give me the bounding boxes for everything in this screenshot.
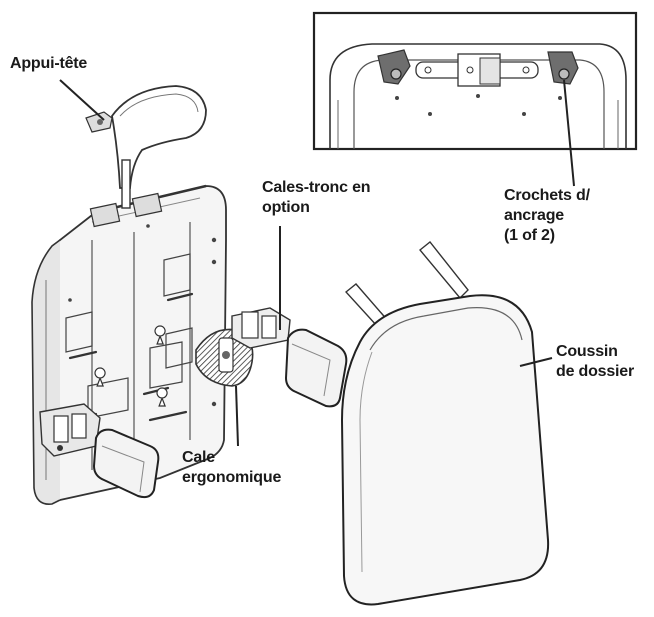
label-lateral-supports: Cales-tronc en option [262,179,371,216]
lateral-support-right [231,307,348,408]
label-headrest: Appui-tête [10,55,88,72]
back-cushion [340,241,550,606]
label-anchor-hooks: Crochets d/ ancrage (1 of 2) [504,187,590,244]
inset-detail [312,11,638,151]
anchor-hook-right [547,51,579,85]
ergonomic-wedge [195,328,254,387]
label-back-cushion: Coussin de dossier [556,343,635,380]
anchor-hook-left [377,49,411,85]
lateral-support-left [39,403,160,499]
label-ergonomic-wedge: Cale ergonomique [182,449,282,486]
hooks-leader-line [563,79,575,187]
headrest-leader-line [59,79,105,121]
cushion-leader-line [519,357,553,367]
inset-bracket [415,53,539,87]
headrest [85,85,207,209]
wedge-leader-line [235,385,239,447]
